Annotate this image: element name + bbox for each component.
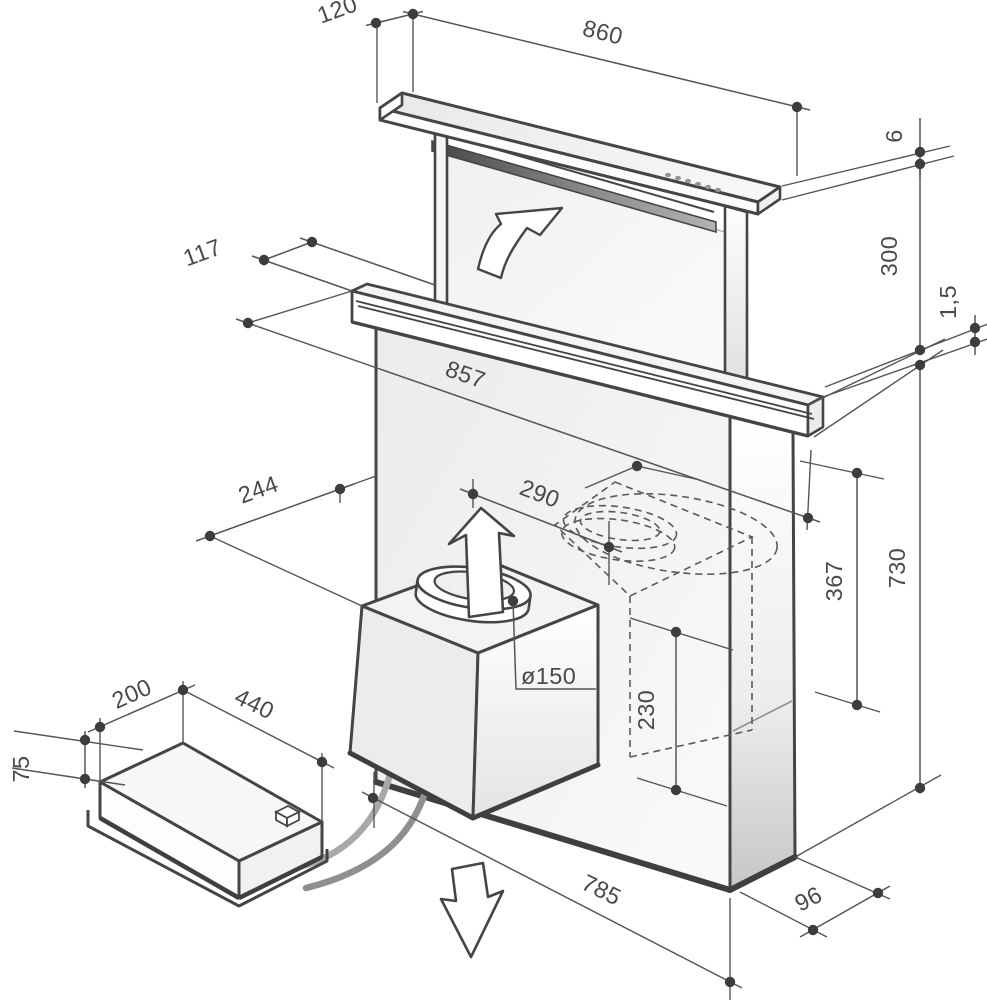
dim-panel-height: 300 (876, 236, 902, 276)
dim-alt-box-height: 230 (633, 690, 659, 730)
control-buttons (665, 172, 721, 193)
glass-panel (431, 131, 749, 397)
dim-motor-box-depth: 200 (108, 674, 156, 714)
panel-left-frame (433, 131, 449, 308)
motor-unit (86, 741, 329, 908)
dim-motor-box-height: 75 (8, 756, 34, 783)
dim-top-carriage-width: 860 (580, 15, 625, 50)
dim-duct-diameter: ø150 (521, 663, 576, 689)
dim-top-carriage-depth: 120 (314, 0, 361, 29)
plinth-side-face (730, 417, 795, 890)
alt-duct-position-dashed (553, 481, 778, 758)
panel-right-frame (723, 204, 749, 387)
dim-trim-gap: 1,5 (935, 285, 961, 319)
extraction-slot (431, 139, 717, 234)
top-carriage (378, 91, 782, 216)
dim-body-width: 785 (578, 869, 626, 910)
dimensions: 120 860 6 300 1,5 730 367 290 (8, 0, 987, 1000)
airflow-up-arrow-icon (476, 206, 564, 280)
motor-base-plate (86, 810, 329, 908)
dim-duct-offset-depth: 244 (235, 470, 282, 508)
up-arrow-icon (447, 506, 516, 619)
dim-body-height: 730 (884, 548, 910, 588)
down-arrow-icon (439, 861, 505, 959)
dim-body-depth: 96 (790, 881, 826, 916)
power-switch (274, 804, 301, 828)
dim-outlet-height: 367 (821, 561, 847, 601)
dim-top-carriage-thickness: 6 (881, 129, 907, 142)
dim-front-offset: 117 (180, 234, 225, 272)
dimension-dots (79, 8, 981, 988)
duct-box (347, 506, 601, 821)
